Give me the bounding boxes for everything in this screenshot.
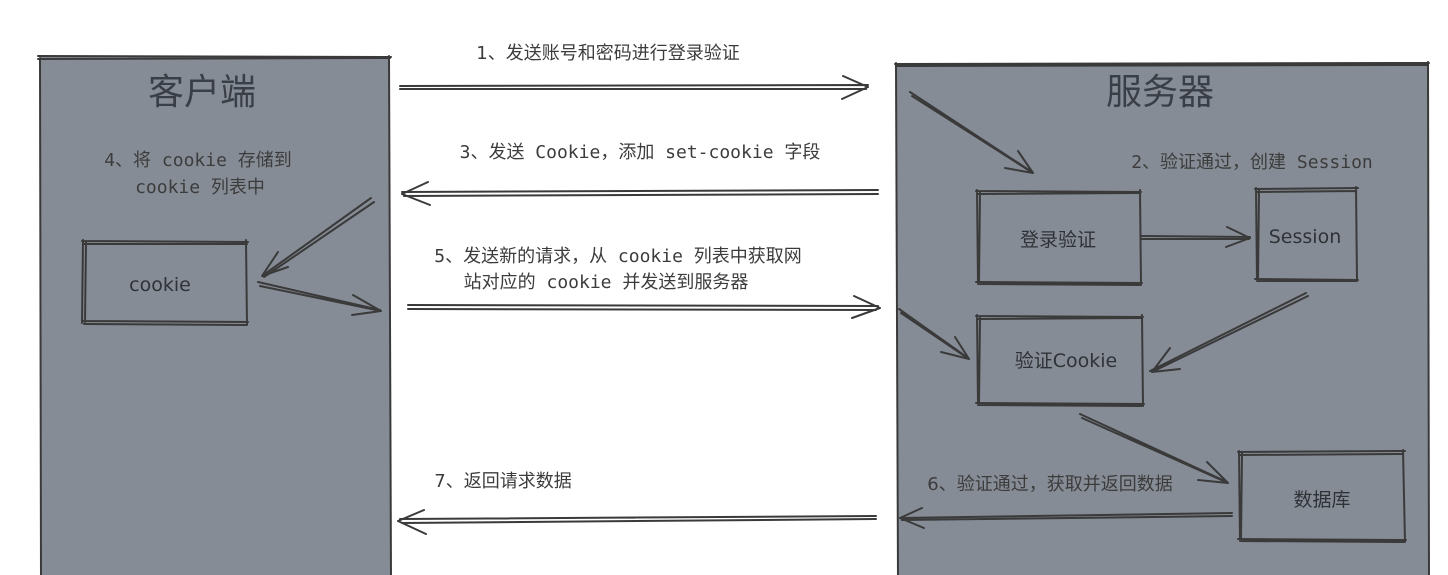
step7-arrow bbox=[397, 509, 877, 535]
session-box-border bbox=[1254, 186, 1359, 282]
step5-arrow bbox=[407, 295, 881, 319]
client-panel-background bbox=[40, 57, 390, 575]
store-cookie-arrow bbox=[261, 197, 375, 278]
verify-db-arrow bbox=[1079, 413, 1229, 484]
database-box-label: 数据库 bbox=[1293, 489, 1350, 511]
step3-arrow bbox=[401, 181, 879, 206]
login-box: 登录验证 bbox=[975, 189, 1143, 286]
messages: 1、发送账号和密码进行登录验证 3、发送 Cookie，添加 set-cooki… bbox=[397, 43, 881, 535]
step3-label: 3、发送 Cookie，添加 set-cookie 字段 bbox=[460, 142, 821, 163]
server-session-note: 2、验证通过，创建 Session bbox=[1131, 152, 1373, 173]
login-request-arrow bbox=[909, 91, 1034, 174]
client-title: 客户端 bbox=[148, 72, 256, 113]
database-box-border bbox=[1237, 449, 1407, 543]
cookie-box-label: cookie bbox=[129, 274, 191, 296]
server-return-note: 6、验证通过，获取并返回数据 bbox=[927, 474, 1172, 495]
step7-label: 7、返回请求数据 bbox=[434, 471, 571, 492]
verify-cookie-box-border bbox=[975, 314, 1145, 407]
session-verify-arrow bbox=[1149, 292, 1309, 373]
request-verify-arrow bbox=[898, 308, 970, 360]
client-store-note-line2: cookie 列表中 bbox=[135, 177, 265, 198]
db-return-arrow bbox=[899, 507, 1233, 529]
server-panel-border bbox=[894, 61, 1430, 575]
login-box-border bbox=[975, 189, 1143, 286]
server-panel: 服务器 2、验证通过，创建 Session 登录验证 Session 验证Coo… bbox=[894, 61, 1430, 575]
database-box: 数据库 bbox=[1237, 449, 1407, 543]
create-session-arrow bbox=[1140, 226, 1251, 248]
client-panel: 客户端 4、将 cookie 存储到 cookie 列表中 cookie bbox=[37, 55, 392, 575]
cookie-box-border bbox=[81, 239, 249, 326]
step1-arrow bbox=[399, 75, 869, 100]
step5-label-line1: 5、发送新的请求，从 cookie 列表中获取网 bbox=[434, 246, 802, 267]
verify-cookie-box: 验证Cookie bbox=[975, 314, 1145, 407]
cookie-box: cookie bbox=[81, 239, 249, 326]
login-box-label: 登录验证 bbox=[1020, 229, 1096, 251]
send-cookie-arrow bbox=[257, 281, 382, 316]
session-box-label: Session bbox=[1269, 226, 1342, 248]
client-store-note-line1: 4、将 cookie 存储到 bbox=[104, 150, 292, 171]
verify-cookie-box-label: 验证Cookie bbox=[1015, 350, 1118, 372]
step5-label-line2: 站对应的 cookie 并发送到服务器 bbox=[464, 272, 749, 293]
step1-label: 1、发送账号和密码进行登录验证 bbox=[476, 43, 739, 64]
server-title: 服务器 bbox=[1106, 72, 1214, 113]
session-box: Session bbox=[1254, 186, 1359, 282]
client-panel-border bbox=[37, 55, 392, 575]
